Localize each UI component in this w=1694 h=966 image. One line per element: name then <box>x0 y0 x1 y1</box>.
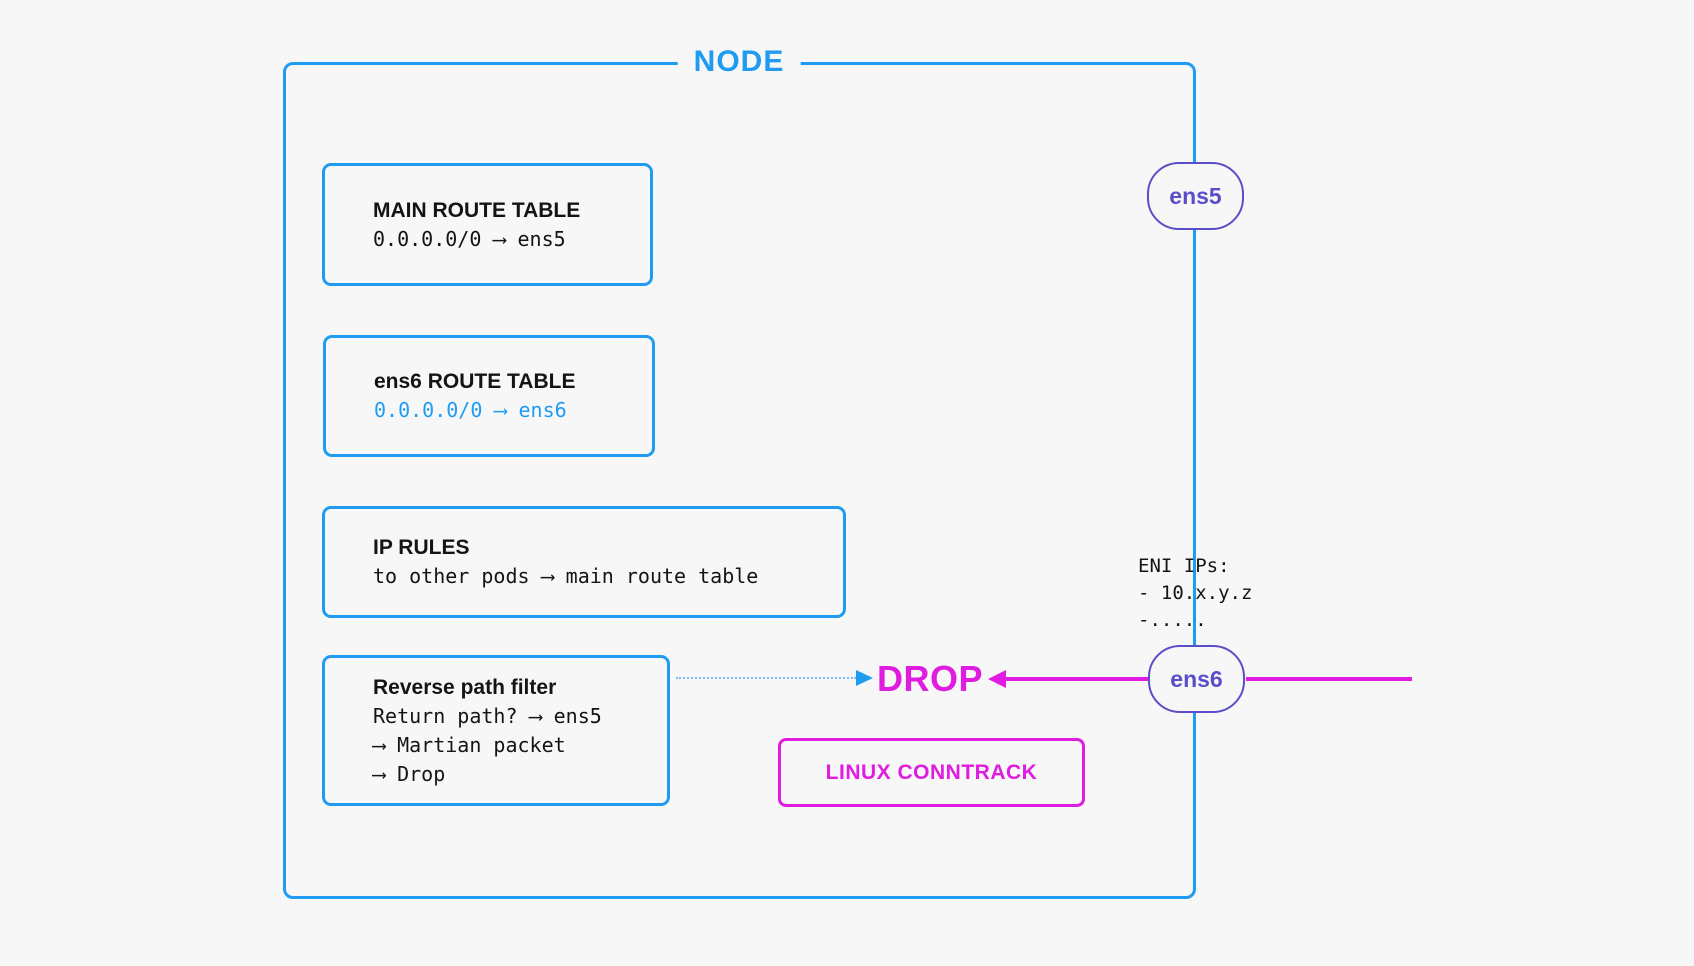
ens6-interface-pill: ens6 <box>1148 645 1245 713</box>
drop-label: DROP <box>876 658 984 699</box>
ens6-route-table-rule: 0.0.0.0/0 ⟶ ens6 <box>374 398 567 422</box>
main-route-table-box: MAIN ROUTE TABLE 0.0.0.0/0 ⟶ ens5 <box>322 163 653 286</box>
incoming-traffic-line <box>1246 677 1412 681</box>
ens6-interface-label: ens6 <box>1170 665 1223 692</box>
eni-ips-item-1: - 10.x.y.z <box>1138 582 1253 604</box>
linux-conntrack-box: LINUX CONNTRACK <box>778 738 1085 807</box>
ens5-interface-label: ens5 <box>1169 182 1222 209</box>
reverse-path-filter-title: Reverse path filter <box>373 675 557 699</box>
reverse-path-filter-line-2: ⟶ Martian packet <box>373 732 566 757</box>
arrowhead-right-icon <box>856 670 873 686</box>
main-route-table-title: MAIN ROUTE TABLE <box>373 198 581 222</box>
ens6-to-drop-line <box>1004 677 1148 681</box>
reverse-path-filter-line-3: ⟶ Drop <box>373 761 446 786</box>
dotted-drop-connector-line <box>676 677 856 679</box>
main-route-table-rule: 0.0.0.0/0 ⟶ ens5 <box>373 226 566 251</box>
ip-rules-box: IP RULES to other pods ⟶ main route tabl… <box>322 506 846 618</box>
eni-ips-item-2: -..... <box>1138 609 1207 631</box>
ens6-route-table-box: ens6 ROUTE TABLE 0.0.0.0/0 ⟶ ens6 <box>323 335 655 457</box>
arrowhead-left-icon <box>988 670 1006 688</box>
ens6-route-table-title: ens6 ROUTE TABLE <box>374 370 576 393</box>
eni-ips-title: ENI IPs: <box>1138 555 1230 577</box>
reverse-path-filter-line-1: Return path? ⟶ ens5 <box>373 703 602 728</box>
ip-rules-title: IP RULES <box>373 536 470 559</box>
linux-conntrack-label: LINUX CONNTRACK <box>825 760 1038 784</box>
node-title: NODE <box>677 43 801 81</box>
eni-ips-annotation: ENI IPs: - 10.x.y.z -..... <box>1138 553 1252 634</box>
ens5-interface-pill: ens5 <box>1147 162 1244 230</box>
reverse-path-filter-box: Reverse path filter Return path? ⟶ ens5 … <box>322 655 670 806</box>
ip-rules-rule: to other pods ⟶ main route table <box>373 564 759 588</box>
